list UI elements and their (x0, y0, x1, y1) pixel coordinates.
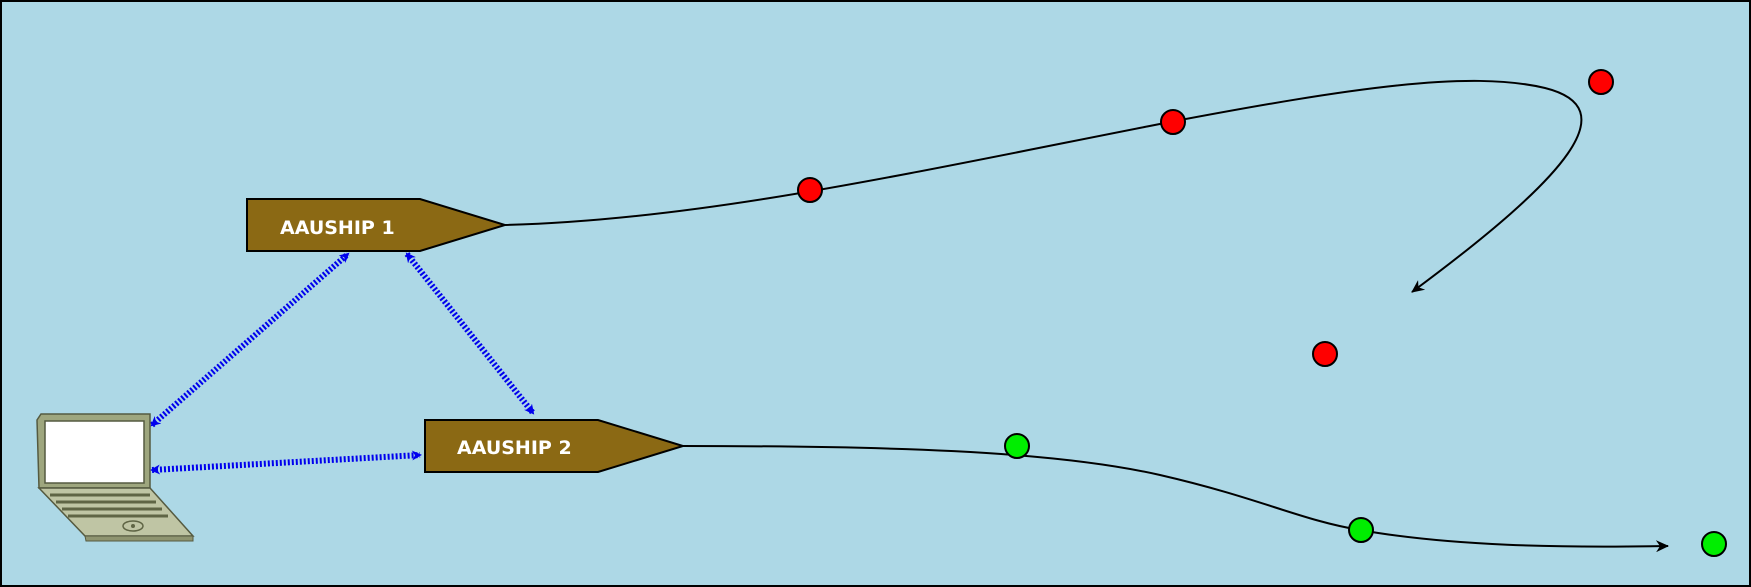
ship-label: AAUSHIP 2 (457, 437, 572, 459)
waypoint (1160, 109, 1186, 135)
waypoint (1348, 517, 1374, 543)
ship-hull (246, 198, 509, 252)
ship-hull (424, 419, 687, 473)
ship-aauship-1: AAUSHIP 1 (246, 198, 509, 252)
waypoint (1312, 341, 1338, 367)
ship2-waypoints (1004, 433, 1727, 557)
ship1-route (504, 79, 1583, 293)
ship-aauship-2: AAUSHIP 2 (424, 419, 687, 473)
ship1-waypoints (797, 69, 1614, 367)
link-laptop-ship2 (150, 450, 422, 475)
waypoint (797, 177, 823, 203)
waypoint (1701, 531, 1727, 557)
communication-links (150, 251, 536, 475)
link-ship1-ship2 (404, 252, 536, 415)
link-laptop-ship1 (150, 251, 350, 428)
laptop-icon (36, 413, 195, 542)
waypoint (1004, 433, 1030, 459)
ship-label: AAUSHIP 1 (280, 217, 395, 239)
waypoint (1588, 69, 1614, 95)
ship2-route (681, 445, 1669, 553)
